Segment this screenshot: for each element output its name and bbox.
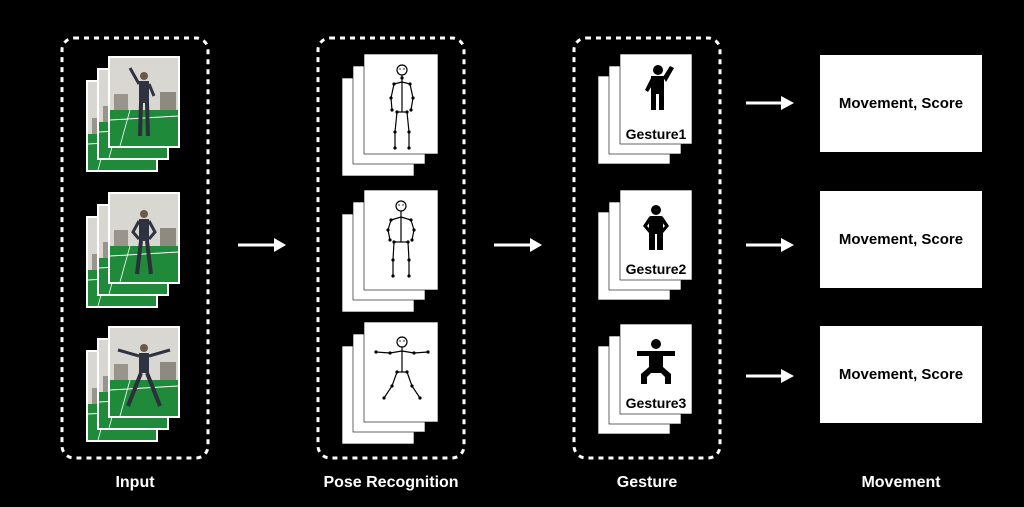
- gesture-stack-3: [597, 323, 693, 435]
- input-group: [60, 36, 210, 460]
- result-text-3: Movement, Score: [838, 366, 964, 383]
- gesture-label-1: Gesture1: [625, 126, 687, 142]
- column-label-gesture: Gesture: [616, 474, 678, 491]
- arrow-gesture1-to-movement-icon: [746, 96, 794, 110]
- arrow-input-to-pose-icon: [238, 238, 286, 252]
- gesture-stack-1: [597, 53, 693, 165]
- arrow-pose-to-gesture-icon: [494, 238, 542, 252]
- pose-stack-1: [341, 53, 439, 177]
- pose-stack-2: [341, 189, 439, 313]
- column-label-pose-recognition: Pose Recognition: [323, 474, 459, 491]
- input-photo-stack-3: [86, 326, 180, 442]
- pose-group: [316, 36, 466, 460]
- input-photo-stack-1: [86, 56, 180, 172]
- pose-stack-3: [341, 321, 439, 445]
- column-label-movement: Movement: [861, 474, 941, 491]
- arrow-gesture2-to-movement-icon: [746, 238, 794, 252]
- result-text-2: Movement, Score: [838, 231, 964, 248]
- arrow-gesture3-to-movement-icon: [746, 369, 794, 383]
- result-box-2: Movement, Score: [820, 191, 982, 288]
- gesture-stack-2: [597, 189, 693, 301]
- result-text-1: Movement, Score: [838, 95, 964, 112]
- input-photo-stack-2: [86, 192, 180, 308]
- gesture-group: [572, 36, 722, 460]
- gesture-label-2: Gesture2: [625, 261, 687, 277]
- result-box-3: Movement, Score: [820, 326, 982, 423]
- column-label-input: Input: [115, 474, 155, 491]
- gesture-label-3: Gesture3: [625, 395, 687, 411]
- result-box-1: Movement, Score: [820, 55, 982, 152]
